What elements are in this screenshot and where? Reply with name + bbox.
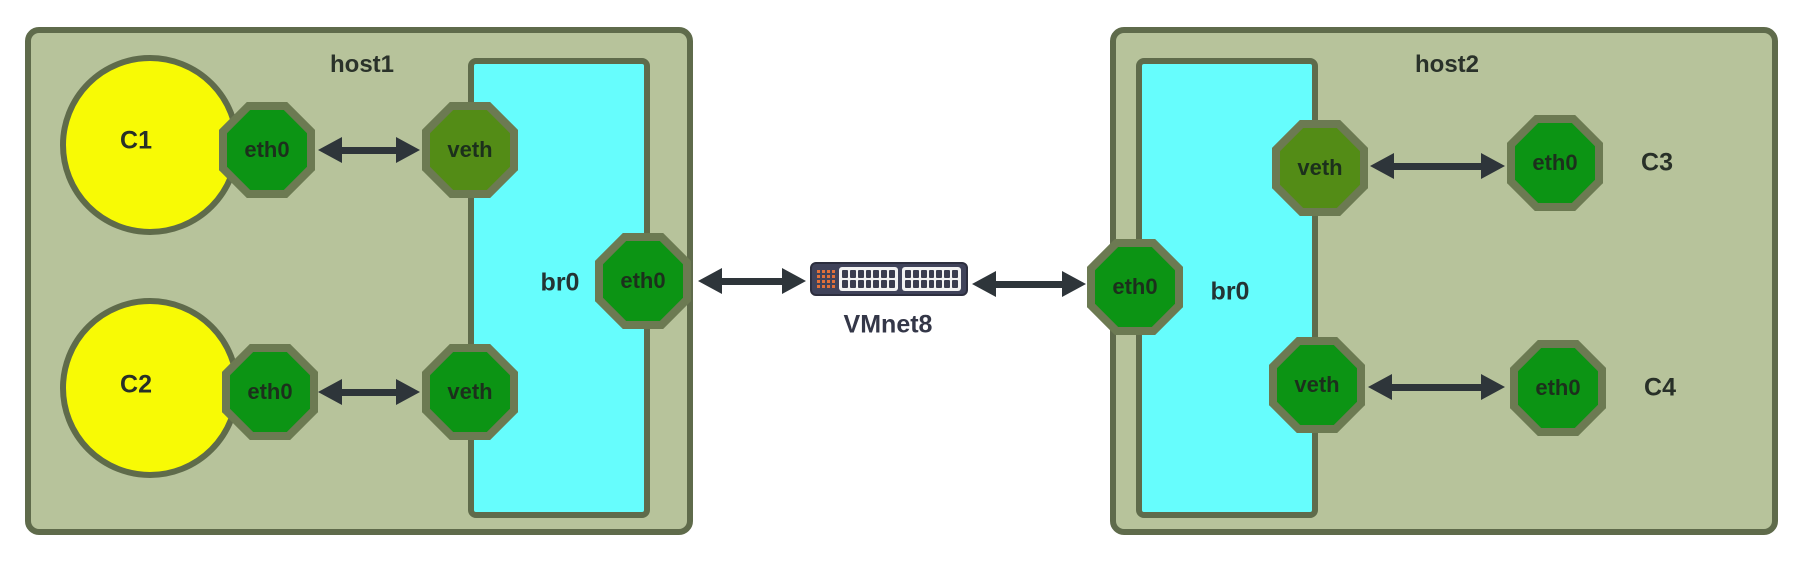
- host2-box: host2 br0 eth0 veth eth0 veth eth0 C3 C4: [1087, 27, 1778, 535]
- c3-eth0-label: eth0: [1532, 150, 1578, 175]
- arrow-c1-to-veth: [318, 137, 420, 163]
- host2-uplink-eth0-label: eth0: [1112, 274, 1158, 299]
- c3-eth0-fill: [1515, 123, 1595, 203]
- switch-led-grid: [817, 270, 835, 288]
- host1-uplink-eth0-interface: eth0: [595, 233, 691, 329]
- arrow-c2-to-veth: [318, 379, 420, 405]
- host1-veth1-label: veth: [447, 137, 493, 162]
- host2-veth1-interface: veth: [1272, 120, 1368, 216]
- container-c4-label: C4: [1644, 373, 1676, 402]
- host1-veth2-fill: [430, 352, 510, 432]
- host2-label: host2: [1414, 51, 1480, 78]
- container-c1-circle: [60, 55, 240, 235]
- host2-uplink-eth0-interface: eth0: [1087, 239, 1183, 335]
- c2-eth0-interface: eth0: [222, 344, 318, 440]
- c2-eth0-label: eth0: [247, 379, 293, 404]
- host2-veth2-fill: [1277, 345, 1357, 425]
- c1-eth0-label: eth0: [244, 137, 290, 162]
- c4-eth0-interface: eth0: [1510, 340, 1606, 436]
- c3-eth0-interface: eth0: [1507, 115, 1603, 211]
- host2-veth2-interface: veth: [1269, 337, 1365, 433]
- vmnet8-switch-icon: [810, 262, 968, 296]
- container-c2-label: C2: [120, 370, 152, 399]
- host2-uplink-eth0-fill: [1095, 247, 1175, 327]
- host2-veth1-fill: [1280, 128, 1360, 208]
- host1-veth2-interface: veth: [422, 344, 518, 440]
- c1-eth0-interface: eth0: [219, 102, 315, 198]
- arrow-veth-to-c4: [1368, 374, 1505, 400]
- container-c1-label: C1: [120, 126, 152, 155]
- host1-veth1-interface: veth: [422, 102, 518, 198]
- arrow-veth-to-c3: [1370, 153, 1505, 179]
- c4-eth0-fill: [1518, 348, 1598, 428]
- switch-port-bank-2: [902, 267, 961, 291]
- container-c2-circle: [60, 298, 240, 478]
- host1-label: host1: [329, 51, 395, 78]
- host1-veth1-fill: [430, 110, 510, 190]
- c2-eth0-fill: [230, 352, 310, 432]
- container-c3-label: C3: [1641, 148, 1673, 177]
- c1-eth0-fill: [227, 110, 307, 190]
- vmnet8-label: VMnet8: [843, 310, 933, 339]
- host2-veth2-label: veth: [1294, 372, 1340, 397]
- host1-bridge-label: br0: [540, 268, 580, 297]
- arrow-host1-to-switch: [698, 268, 806, 294]
- host1-uplink-eth0-label: eth0: [620, 268, 666, 293]
- host2-bridge-label: br0: [1210, 277, 1250, 306]
- host1-uplink-eth0-fill: [603, 241, 683, 321]
- host1-box: host1 br0 C1 C2 eth0 veth eth0 veth eth0: [25, 27, 693, 535]
- arrow-switch-to-host2: [972, 271, 1086, 297]
- c4-eth0-label: eth0: [1535, 375, 1581, 400]
- switch-port-bank-1: [839, 267, 898, 291]
- host2-veth1-label: veth: [1297, 155, 1343, 180]
- host1-veth2-label: veth: [447, 379, 493, 404]
